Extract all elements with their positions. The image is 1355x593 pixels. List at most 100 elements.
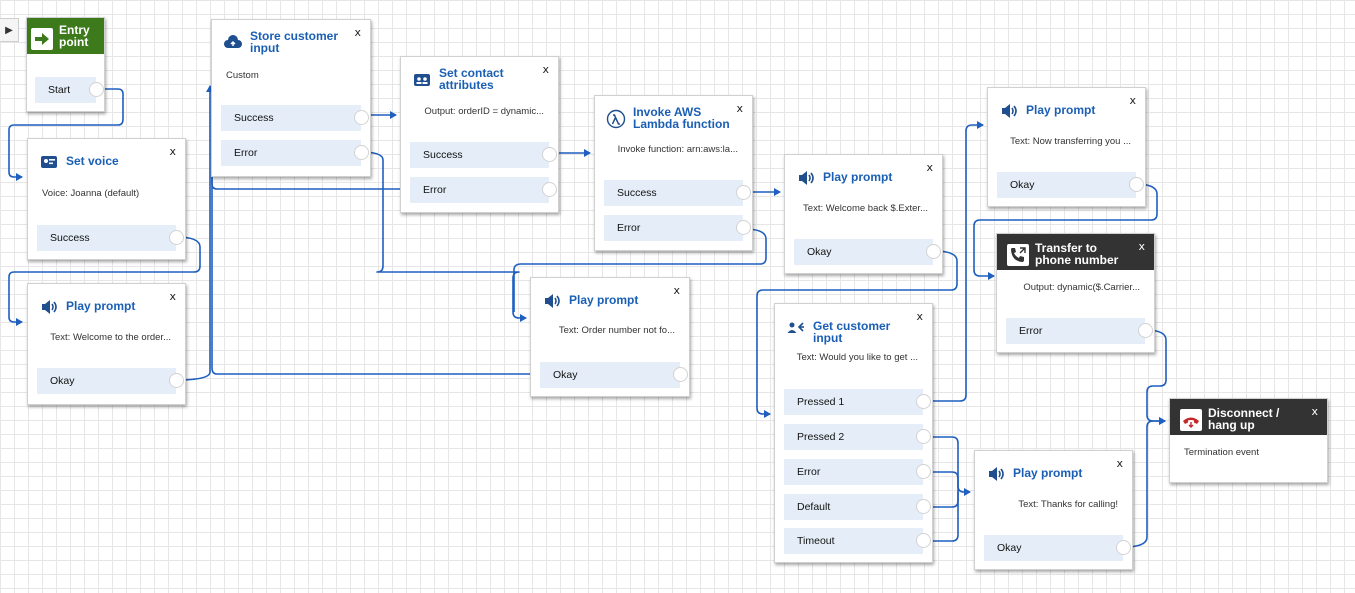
block-subtitle: Text: Thanks for calling! <box>1018 499 1118 510</box>
close-icon[interactable]: x <box>736 102 743 115</box>
connector-handle[interactable] <box>1116 540 1131 555</box>
play-prompt-welcome-block[interactable]: Play prompt x Text: Welcome to the order… <box>27 283 186 405</box>
entry-point-block[interactable]: Entry point Start <box>26 17 105 112</box>
disconnect-block[interactable]: Disconnect / hang up x Termination event <box>1169 398 1328 483</box>
connector-handle[interactable] <box>916 533 931 548</box>
transfer-to-phone-block[interactable]: Transfer to phone number x Output: dynam… <box>996 233 1155 353</box>
branch-label: Success <box>234 112 274 124</box>
branch-error[interactable]: Error <box>1006 318 1153 344</box>
close-icon[interactable]: x <box>542 63 549 76</box>
speaker-icon <box>985 463 1007 485</box>
branch-success[interactable]: Success <box>37 225 184 251</box>
block-title: Play prompt <box>66 299 136 313</box>
connector-handle[interactable] <box>169 373 184 388</box>
connector-handle[interactable] <box>542 182 557 197</box>
connector-handle[interactable] <box>736 220 751 235</box>
invoke-lambda-block[interactable]: Invoke AWS Lambda function x Invoke func… <box>594 95 753 251</box>
phone-transfer-icon <box>1007 244 1029 266</box>
branch-default[interactable]: Default <box>784 494 931 520</box>
connector-handle[interactable] <box>916 464 931 479</box>
connector-handle[interactable] <box>916 499 931 514</box>
close-icon[interactable]: x <box>1129 94 1136 107</box>
connector-handle[interactable] <box>354 110 369 125</box>
panel-toggle-icon[interactable]: ▶ <box>0 18 19 42</box>
branch-start[interactable]: Start <box>35 77 104 103</box>
store-customer-input-block[interactable]: Store customer input x Custom Success Er… <box>211 19 371 177</box>
close-icon[interactable]: x <box>354 26 361 39</box>
branch-label: Okay <box>1010 179 1035 191</box>
branch-label: Timeout <box>797 535 835 547</box>
block-title: Play prompt <box>1026 103 1096 117</box>
connector-handle[interactable] <box>542 147 557 162</box>
connector-handle[interactable] <box>736 185 751 200</box>
play-prompt-thanks-block[interactable]: Play prompt x Text: Thanks for calling! … <box>974 450 1133 570</box>
play-prompt-not-found-block[interactable]: Play prompt x Text: Order number not fo.… <box>530 277 690 397</box>
branch-timeout[interactable]: Timeout <box>784 528 931 554</box>
branch-label: Success <box>50 232 90 244</box>
branch-success[interactable]: Success <box>410 142 557 168</box>
branch-okay[interactable]: Okay <box>794 239 941 265</box>
get-input-icon <box>785 316 807 338</box>
block-header: Disconnect / hang up x <box>1170 399 1327 435</box>
close-icon[interactable]: x <box>169 290 176 303</box>
block-header: Transfer to phone number x <box>997 234 1154 270</box>
block-title: Transfer to phone number <box>1035 241 1119 267</box>
block-header: Set voice x <box>28 139 185 173</box>
lambda-icon <box>605 108 627 130</box>
block-header: Entry point <box>27 18 104 54</box>
close-icon[interactable]: x <box>1311 405 1318 418</box>
contact-attributes-icon <box>411 69 433 91</box>
get-customer-input-block[interactable]: Get customer input x Text: Would you lik… <box>774 303 933 563</box>
branch-label: Okay <box>807 246 832 258</box>
play-prompt-transferring-block[interactable]: Play prompt x Text: Now transferring you… <box>987 87 1146 207</box>
connector-handle[interactable] <box>354 145 369 160</box>
block-title: Play prompt <box>569 293 639 307</box>
branch-error[interactable]: Error <box>221 140 369 166</box>
connector-handle[interactable] <box>916 429 931 444</box>
close-icon[interactable]: x <box>1138 240 1145 253</box>
close-icon[interactable]: x <box>673 284 680 297</box>
connector-handle[interactable] <box>1138 323 1153 338</box>
branch-error[interactable]: Error <box>410 177 557 203</box>
branch-okay[interactable]: Okay <box>997 172 1144 198</box>
branch-error[interactable]: Error <box>604 215 751 241</box>
connector-handle[interactable] <box>169 230 184 245</box>
branch-success[interactable]: Success <box>604 180 751 206</box>
block-subtitle: Text: Welcome to the order... <box>50 332 171 343</box>
block-subtitle: Custom <box>226 70 259 81</box>
hang-up-icon <box>1180 409 1202 431</box>
branch-pressed-1[interactable]: Pressed 1 <box>784 389 931 415</box>
block-subtitle: Text: Order number not fo... <box>558 325 675 336</box>
branch-label: Error <box>617 222 641 234</box>
speaker-icon <box>998 100 1020 122</box>
branch-okay[interactable]: Okay <box>540 362 688 388</box>
branch-okay[interactable]: Okay <box>984 535 1131 561</box>
close-icon[interactable]: x <box>1116 457 1123 470</box>
block-subtitle: Output: dynamic($.Carrier... <box>1023 282 1140 293</box>
block-title: Disconnect / hang up <box>1208 406 1280 432</box>
connector-handle[interactable] <box>926 244 941 259</box>
set-voice-block[interactable]: Set voice x Voice: Joanna (default) Succ… <box>27 138 186 260</box>
block-subtitle: Text: Welcome back $.Exter... <box>803 203 928 214</box>
connector-handle[interactable] <box>916 394 931 409</box>
block-title: Play prompt <box>1013 466 1083 480</box>
branch-label: Start <box>48 84 71 96</box>
close-icon[interactable]: x <box>926 161 933 174</box>
block-subtitle: Invoke function: arn:aws:la... <box>617 144 738 155</box>
branch-error[interactable]: Error <box>784 459 931 485</box>
close-icon[interactable]: x <box>916 310 923 323</box>
block-header: Play prompt x <box>28 284 185 318</box>
speaker-icon <box>795 167 817 189</box>
branch-success[interactable]: Success <box>221 105 369 131</box>
play-prompt-welcome-back-block[interactable]: Play prompt x Text: Welcome back $.Exter… <box>784 154 943 274</box>
connector-handle[interactable] <box>673 367 688 382</box>
connector-handle[interactable] <box>89 82 104 97</box>
close-icon[interactable]: x <box>169 145 176 158</box>
branch-label: Default <box>797 501 831 513</box>
connector-handle[interactable] <box>1129 177 1144 192</box>
block-subtitle: Text: Would you like to get ... <box>796 352 918 363</box>
branch-okay[interactable]: Okay <box>37 368 184 394</box>
branch-pressed-2[interactable]: Pressed 2 <box>784 424 931 450</box>
set-contact-attributes-block[interactable]: Set contact attributes x Output: orderID… <box>400 56 559 213</box>
